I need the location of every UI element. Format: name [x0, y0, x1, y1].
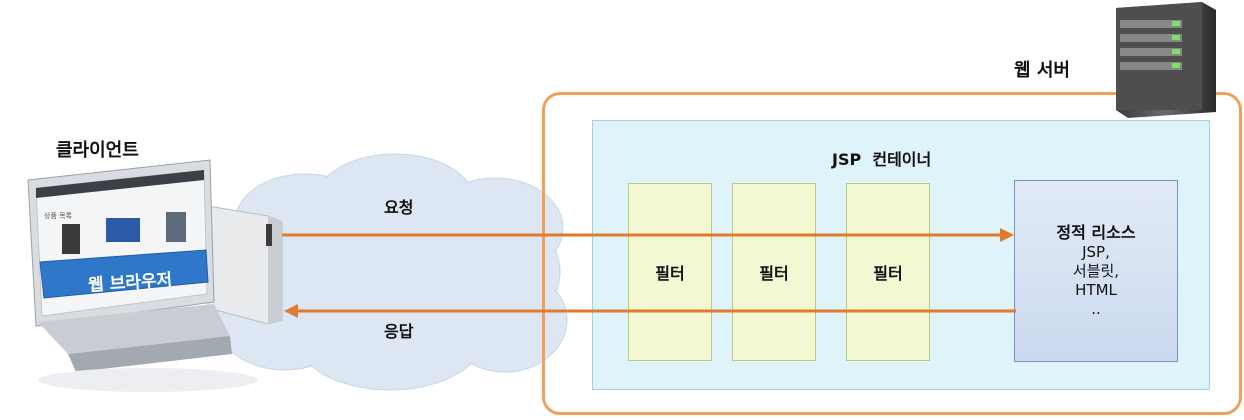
- response-arrow: [284, 304, 1016, 318]
- filter-box-1: 필터: [628, 183, 712, 361]
- client-computer-icon: 상품 목록: [27, 159, 283, 392]
- screen-title: 상품 목록: [44, 211, 73, 220]
- resource-item: HTML: [1075, 281, 1117, 299]
- filter-label: 필터: [759, 264, 789, 283]
- resource-item: JSP,: [1082, 243, 1110, 261]
- resource-item: 서블릿,: [1072, 262, 1120, 280]
- web-server-title: 웹 서버: [1014, 60, 1070, 81]
- request-arrow: [282, 228, 1014, 242]
- web-server-frame: [542, 92, 1242, 415]
- static-resources-title: 정적 리소스: [1056, 223, 1136, 242]
- resource-item: ..: [1091, 300, 1101, 318]
- filter-box-2: 필터: [732, 183, 816, 361]
- filter-label: 필터: [655, 264, 685, 283]
- static-resources-box: 정적 리소스 JSP, 서블릿, HTML ..: [1014, 180, 1178, 362]
- filter-box-3: 필터: [846, 183, 930, 361]
- server-tower-icon: [1116, 2, 1216, 118]
- client-title: 클라이언트: [56, 140, 139, 161]
- response-label: 응답: [384, 322, 414, 341]
- filter-label: 필터: [873, 264, 903, 283]
- request-label: 요청: [384, 198, 414, 217]
- jsp-container-title: JSP 컨테이너: [832, 150, 932, 169]
